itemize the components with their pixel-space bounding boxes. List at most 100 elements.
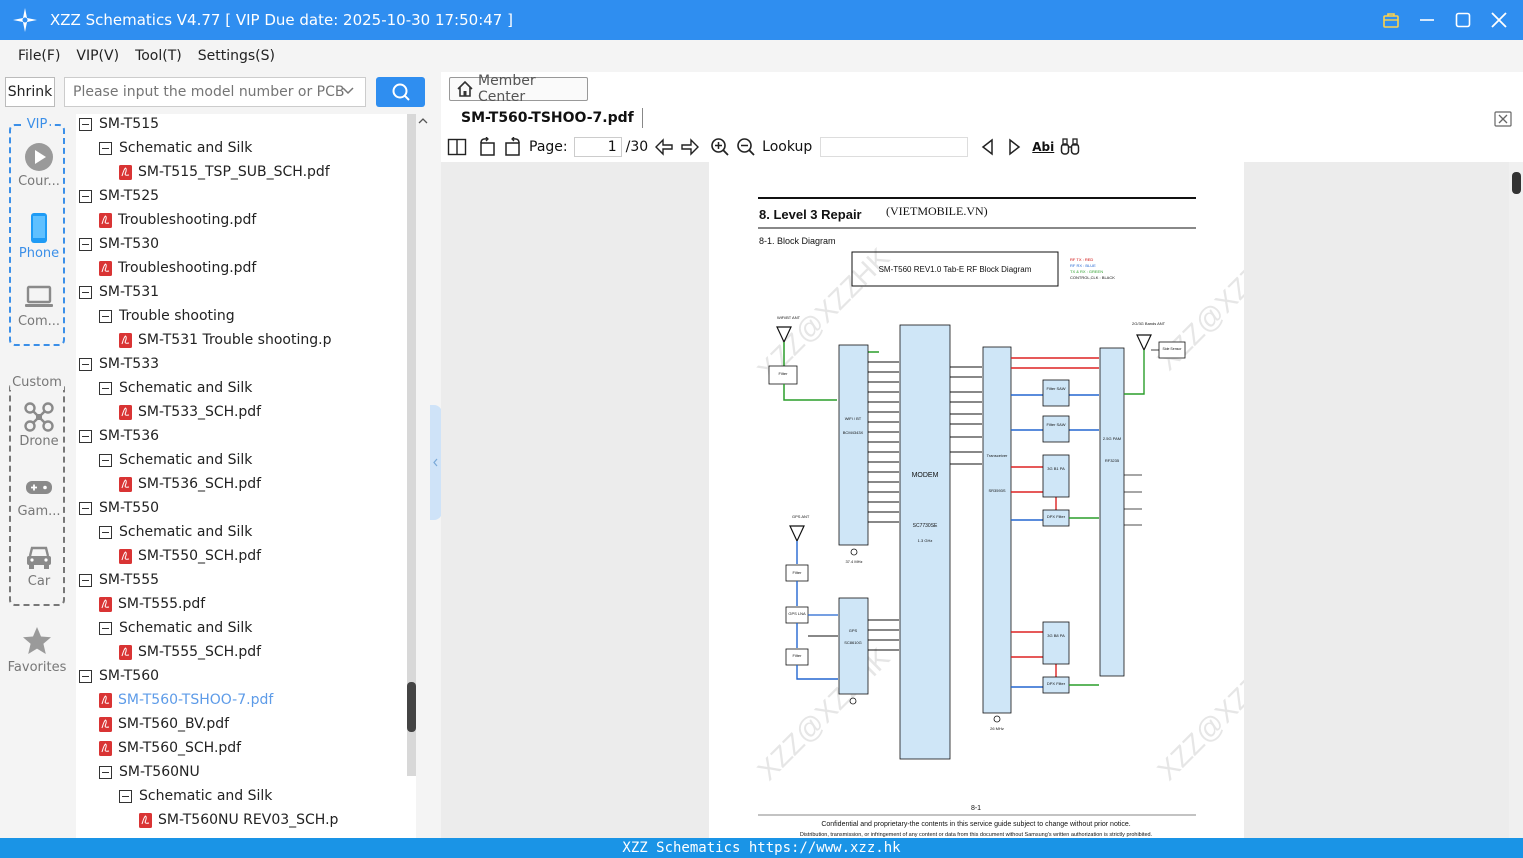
collapse-box-icon[interactable] <box>79 573 92 587</box>
modem-part: SC7730SE <box>913 523 938 529</box>
find-next-icon[interactable] <box>1004 137 1024 157</box>
collapse-box-icon[interactable] <box>79 237 92 251</box>
match-case-button[interactable]: Abi <box>1032 140 1055 154</box>
tree-item-label: Troubleshooting.pdf <box>118 260 257 276</box>
tree-item-folder[interactable]: SM-T525 <box>79 184 159 208</box>
lookup-input[interactable] <box>820 137 969 157</box>
collapse-box-icon[interactable] <box>99 141 112 155</box>
find-prev-icon[interactable] <box>978 137 998 157</box>
collapse-box-icon[interactable] <box>79 357 92 371</box>
tree-item-label: SM-T555_SCH.pdf <box>138 644 262 660</box>
menu-vip[interactable]: VIP(V) <box>76 48 120 64</box>
tree-item-folder[interactable]: SM-T530 <box>79 232 159 256</box>
binoculars-icon[interactable] <box>1060 137 1080 157</box>
tree-item-folder[interactable]: SM-T560NU <box>99 760 200 784</box>
viewer-scroll-thumb[interactable] <box>1512 172 1521 194</box>
tree-item-pdf[interactable]: Troubleshooting.pdf <box>99 208 256 232</box>
rotate-left-icon[interactable] <box>477 137 497 157</box>
shrink-button[interactable]: Shrink <box>5 77 55 107</box>
tree-item-folder[interactable]: SM-T531 <box>79 280 159 304</box>
search-input[interactable] <box>64 77 366 107</box>
tree-item-pdf[interactable]: Troubleshooting.pdf <box>99 256 256 280</box>
document-page: XZZ@XZZHK XZZ@XZZHK XZZ@XZZHK XZZ@XZZHK … <box>709 162 1296 838</box>
collapse-box-icon[interactable] <box>79 429 92 443</box>
pdf-file-icon <box>119 476 132 492</box>
tree-item-pdf[interactable]: SM-T560_BV.pdf <box>99 712 229 736</box>
tree-item-folder[interactable]: Schematic and Silk <box>119 784 272 808</box>
tree-item-folder[interactable]: Schematic and Silk <box>99 520 252 544</box>
tree-item-folder[interactable]: SM-T550 <box>79 496 159 520</box>
member-center-button[interactable]: Member Center <box>449 73 588 105</box>
tab-document[interactable]: SM-T560-TSHOO-7.pdf <box>453 108 643 128</box>
tree-item-folder[interactable]: SM-T560 <box>79 664 159 688</box>
menu-file[interactable]: File(F) <box>18 48 61 64</box>
scroll-up-icon[interactable] <box>418 116 428 126</box>
collapse-box-icon[interactable] <box>119 789 132 803</box>
maximize-button[interactable] <box>1451 8 1475 32</box>
menu-tool[interactable]: Tool(T) <box>135 48 182 64</box>
category-phone[interactable]: Phone <box>11 206 67 268</box>
category-computer[interactable]: Com... <box>11 276 67 338</box>
panel-collapse-handle[interactable] <box>430 405 442 520</box>
collapse-box-icon[interactable] <box>99 765 112 779</box>
tree-item-folder[interactable]: Schematic and Silk <box>99 616 252 640</box>
dual-page-icon[interactable] <box>447 137 467 157</box>
zoom-in-icon[interactable] <box>710 137 730 157</box>
clock-label: 26 MHz <box>990 726 1004 731</box>
tree-item-pdf[interactable]: SM-T555.pdf <box>99 592 205 616</box>
tree-item-folder[interactable]: SM-T536 <box>79 424 159 448</box>
page-number-input[interactable]: 1 <box>573 137 622 157</box>
tree-item-folder[interactable]: Schematic and Silk <box>99 376 252 400</box>
tree-item-pdf[interactable]: SM-T560NU REV03_SCH.p <box>139 808 338 832</box>
tree-item-pdf[interactable]: SM-T550_SCH.pdf <box>119 544 261 568</box>
search-button[interactable] <box>376 77 425 107</box>
rotate-right-icon[interactable] <box>503 137 523 157</box>
tree-scroll-thumb[interactable] <box>407 682 416 732</box>
minimize-button[interactable] <box>1415 8 1439 32</box>
tree-item-label: SM-T555 <box>99 572 160 588</box>
category-drone[interactable]: Drone <box>11 396 67 458</box>
tree-item-folder[interactable]: Trouble shooting <box>99 304 235 328</box>
category-game[interactable]: Gam... <box>11 466 67 528</box>
close-window-button[interactable] <box>1487 8 1511 32</box>
prev-page-icon[interactable] <box>654 137 674 157</box>
category-courses[interactable]: Cour... <box>11 136 67 198</box>
tree-item-folder[interactable]: SM-T533 <box>79 352 159 376</box>
collapse-box-icon[interactable] <box>99 453 112 467</box>
tree-item-pdf[interactable]: SM-T560_SCH.pdf <box>99 736 241 760</box>
collapse-box-icon[interactable] <box>79 285 92 299</box>
tree-item-pdf[interactable]: SM-T533_SCH.pdf <box>119 400 261 424</box>
next-page-icon[interactable] <box>680 137 700 157</box>
category-car[interactable]: Car <box>11 536 67 598</box>
pdf-file-icon <box>99 692 112 708</box>
tree-item-pdf[interactable]: SM-T531 Trouble shooting.p <box>119 328 331 352</box>
tree-item-pdf[interactable]: SM-T536_SCH.pdf <box>119 472 261 496</box>
tree-item-pdf[interactable]: SM-T560-TSHOO-7.pdf <box>99 688 273 712</box>
tree-item-pdf[interactable]: SM-T555_SCH.pdf <box>119 640 261 664</box>
close-tab-icon[interactable] <box>1494 111 1512 127</box>
collapse-box-icon[interactable] <box>99 381 112 395</box>
collapse-box-icon[interactable] <box>79 189 92 203</box>
category-favorites[interactable]: Favorites <box>4 626 70 675</box>
tree-scrollbar[interactable] <box>407 114 416 776</box>
zoom-out-icon[interactable] <box>736 137 756 157</box>
member-center-label: Member Center <box>477 73 536 105</box>
tree-item-folder[interactable]: SM-T515 <box>79 114 159 136</box>
collapse-box-icon[interactable] <box>79 501 92 515</box>
collapse-box-icon[interactable] <box>79 117 92 131</box>
collapse-box-icon[interactable] <box>79 669 92 683</box>
collapse-box-icon[interactable] <box>99 621 112 635</box>
document-viewer[interactable]: XZZ@XZZHK XZZ@XZZHK XZZ@XZZHK XZZ@XZZHK … <box>441 162 1523 838</box>
viewer-scrollbar[interactable] <box>1509 162 1523 838</box>
tree-item-folder[interactable]: Schematic and Silk <box>99 136 252 160</box>
tree-item-label: Trouble shooting <box>119 308 235 324</box>
collapse-box-icon[interactable] <box>99 309 112 323</box>
tree-item-folder[interactable]: SM-T555 <box>79 568 159 592</box>
vip-bag-button[interactable] <box>1379 8 1403 32</box>
tree-item-folder[interactable]: Schematic and Silk <box>99 448 252 472</box>
menu-settings[interactable]: Settings(S) <box>197 48 275 64</box>
collapse-box-icon[interactable] <box>99 525 112 539</box>
antenna-label: 2G/3G Bands ANT <box>1132 321 1166 326</box>
tree-item-pdf[interactable]: SM-T515_TSP_SUB_SCH.pdf <box>119 160 330 184</box>
chevron-down-icon[interactable] <box>341 84 355 98</box>
